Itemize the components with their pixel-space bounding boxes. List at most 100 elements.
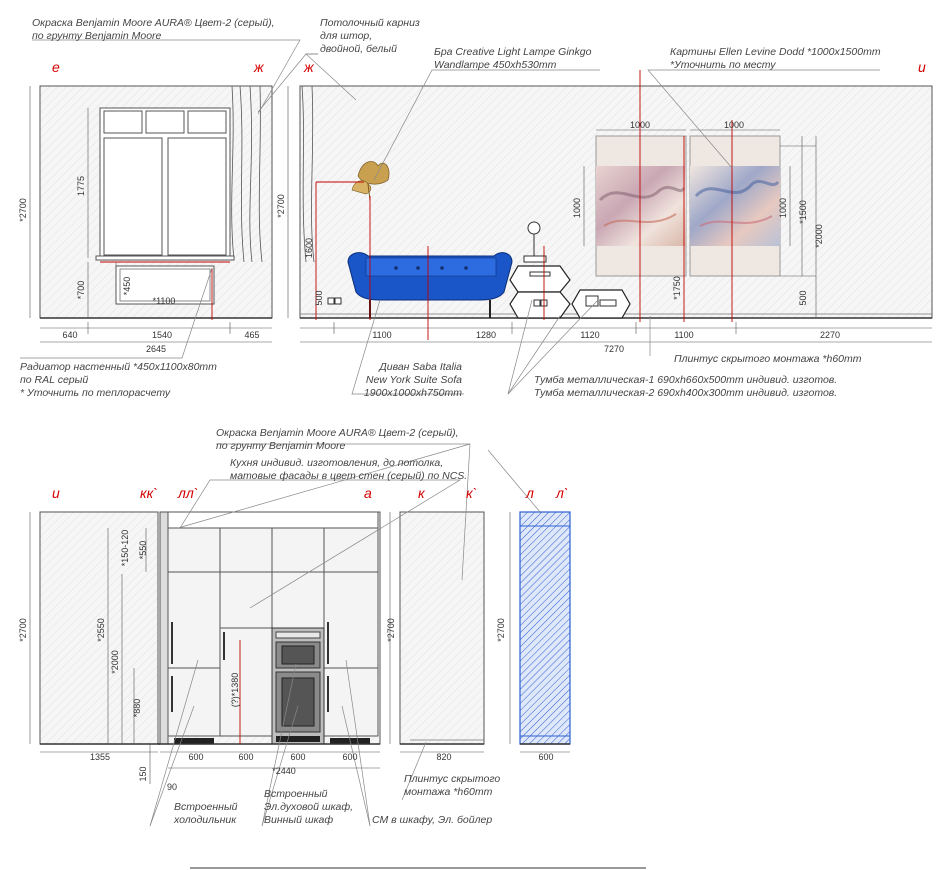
- elevation-k: [389, 511, 485, 753]
- dim-w7270: 7270: [604, 344, 624, 354]
- note-oven-3: Винный шкаф: [264, 814, 333, 826]
- note-paint-top-1: Окраска Benjamin Moore AURA® Цвет-2 (сер…: [32, 17, 275, 29]
- note-oven-2: Эл.духовой шкаф,: [264, 801, 353, 813]
- dim-h550: *550: [138, 541, 148, 560]
- elevation-kitchen: [107, 511, 381, 784]
- painting-2: [689, 135, 781, 277]
- leader-lines: [20, 39, 880, 827]
- dim-cab-600-b: 600: [238, 752, 253, 762]
- axis-zh-left: ж: [253, 59, 265, 75]
- dim-w1100c: 1100: [674, 330, 693, 340]
- note-paintings-1: Картины Ellen Levine Dodd *1000x1500mm: [670, 46, 881, 58]
- elevation-zh-i: [287, 70, 933, 343]
- dim-w1280: 1280: [476, 330, 496, 340]
- dim-h1380: (?)*1380: [230, 673, 240, 708]
- dim-h2700-b: *2700: [276, 194, 286, 218]
- elevation-e-zh: [29, 85, 273, 343]
- annotations: Окраска Benjamin Moore AURA® Цвет-2 (сер…: [20, 17, 881, 826]
- note-oven-1: Встроенный: [264, 788, 328, 800]
- note-paint-bottom-1: Окраска Benjamin Moore AURA® Цвет-2 (сер…: [216, 427, 459, 439]
- axis-l: л: [525, 485, 534, 501]
- note-cornice-1: Потолочный карниз: [320, 17, 420, 29]
- dim-cab-600-d: 600: [342, 752, 357, 762]
- axis-i-bottom: и: [52, 485, 60, 501]
- note-paint-top-2: по грунту Benjamin Moore: [32, 30, 162, 42]
- note-fridge-1: Встроенный: [174, 801, 238, 813]
- wall-l-blue: [519, 511, 571, 745]
- axis-kk: кк`: [140, 485, 158, 501]
- axis-k: к: [418, 485, 426, 501]
- dim-cab-600-c: 600: [290, 752, 305, 762]
- note-kitchen-2: матовые фасады в цвет стен (серый) по NC…: [230, 470, 467, 482]
- dim-w600: 600: [538, 752, 553, 762]
- note-cornice-3: двойной, белый: [320, 43, 397, 55]
- radiator: [115, 265, 215, 305]
- dim-painting-w1: 1000: [630, 120, 650, 130]
- dim-h500b: 500: [798, 290, 808, 305]
- note-cornice-2: для штор,: [320, 30, 372, 42]
- note-tumba-2: Тумба металлическая-2 690xh400x300mm инд…: [534, 387, 837, 399]
- dim-h2550: *2550: [96, 618, 106, 642]
- note-washer: СМ в шкафу, Эл. бойлер: [372, 814, 492, 826]
- dim-cab-600-a: 600: [188, 752, 203, 762]
- note-radiator-1: Радиатор настенный *450x1100x80mm: [20, 361, 217, 373]
- fridge-door-top: [167, 571, 221, 669]
- dim-h500a: 500: [314, 290, 324, 305]
- axis-zh-right: ж: [303, 59, 315, 75]
- note-fridge-2: холодильник: [173, 814, 237, 826]
- axis-i-top: и: [918, 59, 926, 75]
- dim-h2700-e: *2700: [496, 618, 506, 642]
- note-sofa-2: New York Suite Sofa: [366, 374, 462, 386]
- note-sofa-3: 1900x1000xh750mm: [364, 387, 462, 399]
- dim-w1120: 1120: [580, 330, 599, 340]
- note-paint-bottom-2: по грунту Benjamin Moore: [216, 440, 346, 452]
- axis-labels: е ж ж и и кк` лл` а к к` л л`: [52, 59, 926, 501]
- dim-h450: *450: [122, 277, 132, 296]
- painting-1: [595, 135, 687, 277]
- axis-k2: к`: [466, 485, 477, 501]
- note-plinth-1: Плинтус скрытого монтажа *h60mm: [674, 353, 862, 365]
- dim-w820: 820: [436, 752, 451, 762]
- dimensions-top: *2700 1775 *700 *450 *1100 640 1540 465 …: [18, 120, 840, 354]
- dim-h2000-b: *2000: [110, 650, 120, 674]
- axis-l2: л`: [555, 485, 569, 501]
- dim-h2700-d: *2700: [386, 618, 396, 642]
- tumba-2: [571, 289, 631, 319]
- dim-h2700-a: *2700: [18, 198, 28, 222]
- axis-a: а: [364, 485, 372, 501]
- dim-h1750: *1750: [672, 276, 682, 300]
- curtain: [231, 85, 263, 263]
- dim-w1540: 1540: [152, 330, 172, 340]
- elevation-i-kk: [29, 511, 160, 753]
- note-plinth-2a: Плинтус скрытого: [404, 773, 500, 785]
- dim-h700: *700: [76, 281, 86, 300]
- dim-h880: *880: [132, 699, 142, 718]
- dim-w2645: 2645: [146, 344, 166, 354]
- note-paintings-2: *Уточнить по месту: [670, 59, 776, 71]
- dim-painting-w2: 1000: [724, 120, 744, 130]
- tumba-1: [509, 221, 571, 319]
- dim-h1600: 1600: [304, 238, 314, 258]
- wall-i-kk: [39, 511, 159, 745]
- dim-w90: 90: [167, 782, 177, 792]
- note-tumba-1: Тумба металлическая-1 690xh660x500mm инд…: [534, 374, 837, 386]
- dim-h1500: *1500: [798, 200, 808, 224]
- dim-w1355: 1355: [90, 752, 110, 762]
- note-kitchen-1: Кухня индивид. изготовления, до потолка,: [230, 457, 443, 469]
- dim-w640: 640: [62, 330, 77, 340]
- dim-w2270: 2270: [820, 330, 840, 340]
- dim-painting-h2: 1000: [778, 198, 788, 218]
- wall-k: [399, 511, 485, 745]
- oven-unit: [271, 627, 325, 745]
- dim-h2700-c: *2700: [18, 618, 28, 642]
- dim-h1775: 1775: [76, 176, 86, 196]
- dim-w1100: *1100: [153, 296, 176, 306]
- note-radiator-3: * Уточнить по теплорасчету: [20, 387, 171, 399]
- dim-h2000: *2000: [814, 224, 824, 248]
- axis-e: е: [52, 59, 60, 75]
- dim-h150: 150: [138, 766, 148, 781]
- dim-w1100b: 1100: [372, 330, 391, 340]
- note-sofa-1: Диван Saba Italia: [378, 361, 462, 373]
- dim-w2440: *2440: [272, 766, 296, 776]
